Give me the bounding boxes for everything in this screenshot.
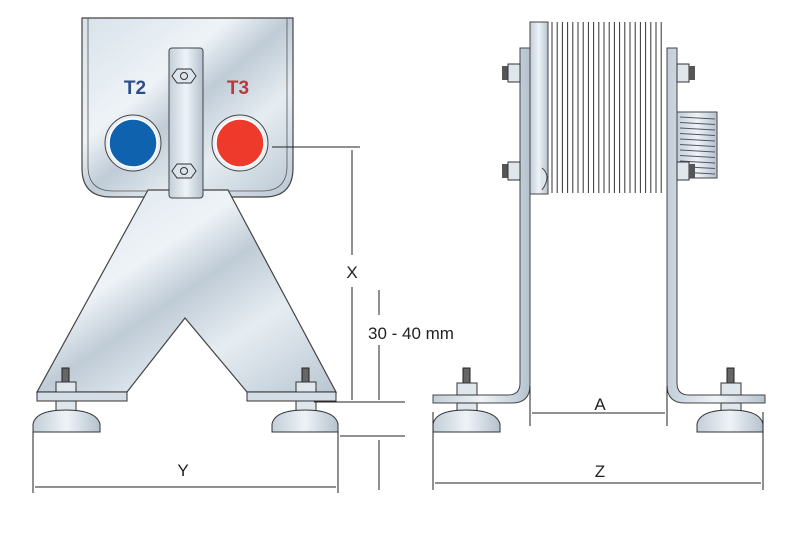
dimension-lines <box>432 386 764 490</box>
dimension-z-label: Z <box>595 462 605 481</box>
front-view: T2 T3 <box>32 17 454 493</box>
port-label-t2: T2 <box>124 78 146 99</box>
leveling-foot <box>32 367 101 433</box>
dimension-y-label: Y <box>177 461 188 480</box>
support-frame <box>35 189 338 393</box>
bolt-icon <box>676 63 695 83</box>
thread-line <box>679 160 716 164</box>
dimension-lines <box>32 146 405 493</box>
thread-line <box>679 116 716 120</box>
dimension-x-label: X <box>346 263 357 282</box>
dimension-adjust-label: 30 - 40 mm <box>368 324 454 343</box>
bolt-icon <box>502 63 521 83</box>
port-label-t3: T3 <box>227 78 249 99</box>
dimension-a-label: A <box>594 395 606 414</box>
thread-line <box>679 155 716 158</box>
thread-line <box>679 122 716 125</box>
bolt-icon <box>502 161 521 181</box>
nut-icon <box>171 163 197 179</box>
support-leg-right <box>666 47 766 404</box>
thread-line <box>679 133 716 136</box>
thread-line <box>679 138 716 142</box>
thread-line <box>679 149 716 153</box>
leveling-foot <box>432 367 501 433</box>
support-leg-left <box>432 47 531 404</box>
nut-icon <box>171 68 197 84</box>
side-view: A Z <box>432 21 766 490</box>
thread-line <box>679 127 716 131</box>
thread-line <box>679 144 716 147</box>
leveling-foot <box>271 367 339 433</box>
center-strip <box>168 47 204 199</box>
leveling-foot <box>696 367 764 433</box>
bolt-icon <box>676 161 695 181</box>
